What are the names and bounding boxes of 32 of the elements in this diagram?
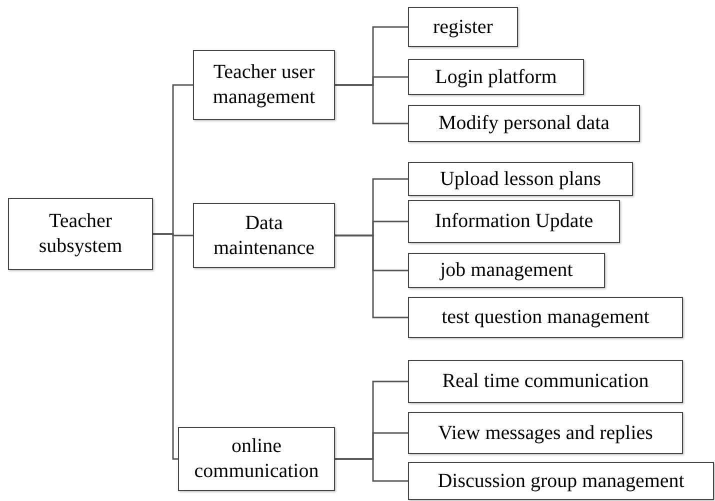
connector-line xyxy=(335,84,408,124)
connector-line xyxy=(153,233,178,460)
process-box xyxy=(408,200,620,243)
process-box xyxy=(408,59,584,95)
process-box xyxy=(408,7,518,47)
process-box xyxy=(408,162,633,196)
box-label: Real time communication xyxy=(442,369,649,394)
process-box xyxy=(408,462,714,500)
box-label: Data maintenance xyxy=(212,210,316,260)
connector-line xyxy=(335,458,408,482)
box-label: online communication xyxy=(193,434,320,484)
box-label: Information Update xyxy=(434,209,594,234)
box-label: Upload lesson plans xyxy=(440,166,602,192)
process-box xyxy=(193,50,335,120)
process-box xyxy=(408,412,683,454)
box-label: Discussion group management xyxy=(438,468,684,494)
box-label: Teacher user management xyxy=(212,60,316,110)
process-box xyxy=(408,360,683,403)
box-label: Teacher subsystem xyxy=(38,209,124,259)
process-box xyxy=(8,198,153,270)
box-label: register xyxy=(433,14,493,40)
box-label: View messages and replies xyxy=(438,420,653,446)
process-box xyxy=(408,253,605,288)
box-label: test question management xyxy=(442,305,650,330)
box-label: Login platform xyxy=(435,64,557,90)
process-box xyxy=(193,203,335,268)
process-box xyxy=(408,105,640,142)
box-label: job management xyxy=(440,258,573,283)
box-label: Modify personal data xyxy=(438,111,610,136)
process-box xyxy=(408,297,683,338)
connector-line xyxy=(335,234,408,318)
process-box xyxy=(178,427,335,491)
